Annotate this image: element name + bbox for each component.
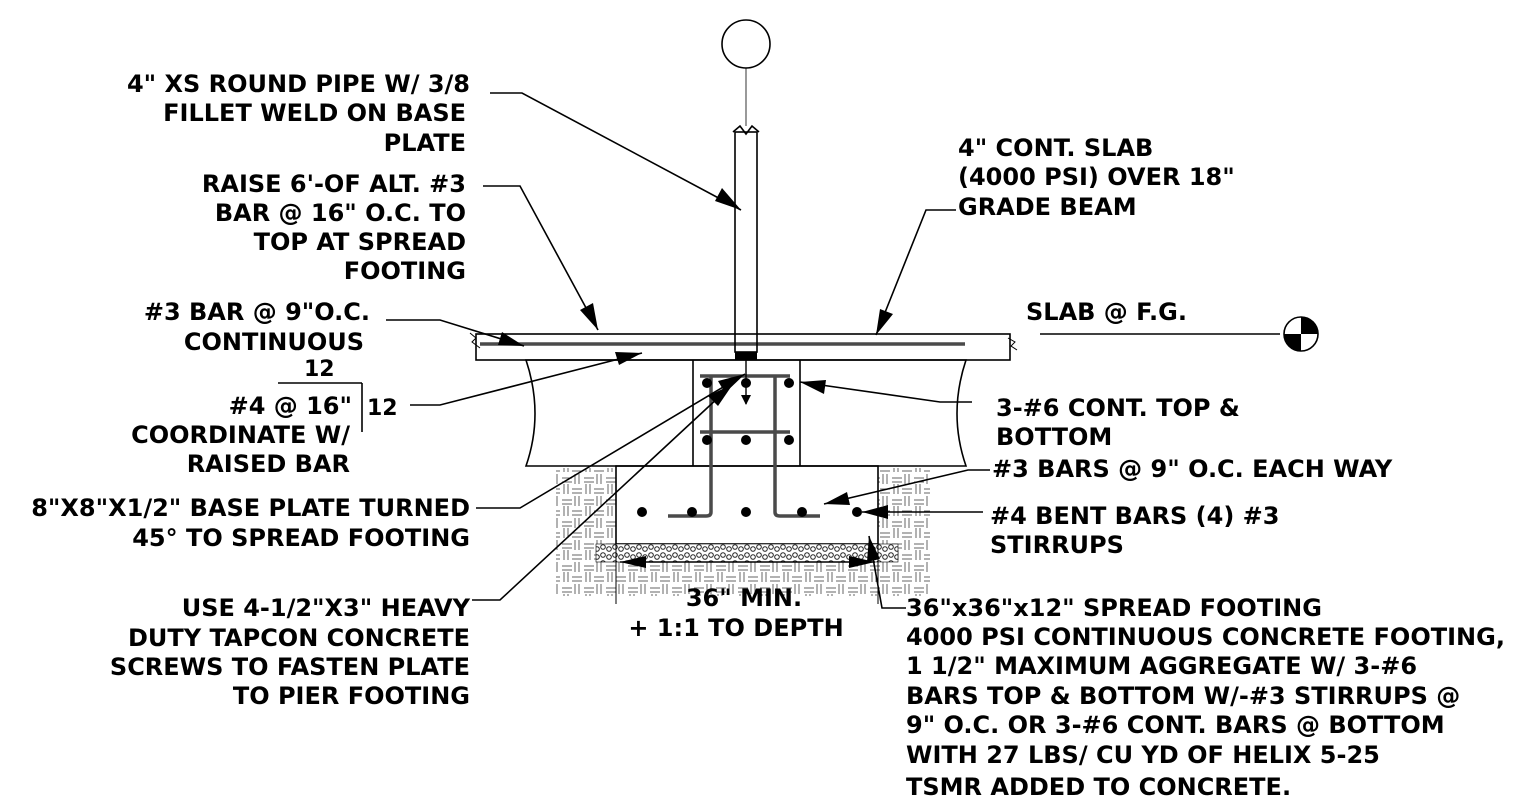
note-slab-line-1: 4" CONT. SLAB xyxy=(958,134,1153,162)
note-bent-line-2: STIRRUPS xyxy=(990,531,1124,559)
note-pipe: 4" XS ROUND PIPE W/ 3/8 FILLET WELD ON B… xyxy=(127,70,470,157)
note-raise-line-1: RAISE 6'-OF ALT. #3 xyxy=(202,170,466,198)
grid-bubble xyxy=(721,19,771,69)
earth-right xyxy=(878,468,930,596)
note-footing-line-1: 36"x36"x12" SPREAD FOOTING xyxy=(906,594,1322,622)
note-slab-fg: SLAB @ F.G. xyxy=(1026,298,1187,326)
leaders xyxy=(278,92,990,609)
note-footing-line-5: 9" O.C. OR 3-#6 CONT. BARS @ BOTTOM xyxy=(906,711,1445,739)
note-bar4-line-1: #4 @ 16" xyxy=(229,392,352,420)
note-footing-line-2: 4000 PSI CONTINUOUS CONCRETE FOOTING, xyxy=(906,623,1505,651)
base-plate xyxy=(735,352,757,360)
note-bar4: #4 @ 16" COORDINATE W/ RAISED BAR xyxy=(131,392,352,478)
note-bars3-each-way: #3 BARS @ 9" O.C. EACH WAY xyxy=(992,455,1393,483)
note-raise-line-2: BAR @ 16" O.C. TO xyxy=(215,199,466,227)
note-bar4-line-2: COORDINATE W/ xyxy=(131,421,350,449)
note-slab-line-2: (4000 PSI) OVER 18" xyxy=(958,163,1235,191)
note-bar3-line-1: #3 BAR @ 9"O.C. xyxy=(144,298,370,326)
note-pipe-line-1: 4" XS ROUND PIPE W/ 3/8 xyxy=(127,70,470,98)
bent-bar-left xyxy=(668,375,713,518)
note-tapcon-line-4: TO PIER FOOTING xyxy=(233,682,470,710)
earth-bottom xyxy=(616,562,878,596)
note-slab-line-3: GRADE BEAM xyxy=(958,193,1137,221)
note-baseplate-line-2: 45° TO SPREAD FOOTING xyxy=(132,524,470,552)
note-bar4-line-3: RAISED BAR xyxy=(187,450,350,478)
slope-run: 12 xyxy=(367,396,398,421)
note-bent-line-1: #4 BENT BARS (4) #3 xyxy=(990,502,1279,530)
note-raise-line-4: FOOTING xyxy=(344,257,466,285)
note-cont6: 3-#6 CONT. TOP & BOTTOM xyxy=(996,394,1240,451)
pipe xyxy=(734,131,758,353)
note-bar3-line-2: CONTINUOUS xyxy=(184,328,364,356)
note-footing-line-7: TSMR ADDED TO CONCRETE. xyxy=(906,773,1291,801)
note-pipe-line-3: PLATE xyxy=(384,129,466,157)
note-bar3: #3 BAR @ 9"O.C. CONTINUOUS xyxy=(144,298,370,356)
rebar-dots xyxy=(637,378,862,517)
note-tapcon: USE 4-1/2"X3" HEAVY DUTY TAPCON CONCRETE… xyxy=(110,594,471,710)
note-raise-line-3: TOP AT SPREAD xyxy=(254,228,466,256)
note-footing-line-6: WITH 27 LBS/ CU YD OF HELIX 5-25 xyxy=(906,741,1380,769)
structure xyxy=(469,19,1319,596)
note-cont6-line-1: 3-#6 CONT. TOP & xyxy=(996,394,1240,422)
note-min-line-1: 36" MIN. xyxy=(686,584,802,612)
note-pipe-line-2: FILLET WELD ON BASE xyxy=(163,99,466,127)
grade-beam xyxy=(524,359,968,467)
slope-rise: 12 xyxy=(304,357,335,382)
note-min-dimension: 36" MIN. + 1:1 TO DEPTH xyxy=(628,584,843,642)
earth-left xyxy=(556,468,616,596)
note-raise: RAISE 6'-OF ALT. #3 BAR @ 16" O.C. TO TO… xyxy=(202,170,466,285)
note-slab: 4" CONT. SLAB (4000 PSI) OVER 18" GRADE … xyxy=(958,134,1235,221)
note-tapcon-line-2: DUTY TAPCON CONCRETE xyxy=(128,624,470,652)
note-cont6-line-2: BOTTOM xyxy=(996,423,1112,451)
spread-footing xyxy=(615,465,879,545)
note-footing-line-4: BARS TOP & BOTTOM W/-#3 STIRRUPS @ xyxy=(906,682,1460,710)
note-baseplate-line-1: 8"X8"X1/2" BASE PLATE TURNED xyxy=(31,494,470,522)
elevation-marker-icon xyxy=(1283,316,1319,352)
note-footing: 36"x36"x12" SPREAD FOOTING 4000 PSI CONT… xyxy=(906,594,1505,801)
note-tapcon-line-1: USE 4-1/2"X3" HEAVY xyxy=(182,594,471,622)
note-baseplate: 8"X8"X1/2" BASE PLATE TURNED 45° TO SPRE… xyxy=(31,494,470,552)
note-tapcon-line-3: SCREWS TO FASTEN PLATE xyxy=(110,653,470,681)
bent-bar-right xyxy=(773,375,820,518)
note-min-line-2: + 1:1 TO DEPTH xyxy=(628,614,843,642)
note-bent: #4 BENT BARS (4) #3 STIRRUPS xyxy=(990,502,1279,559)
note-footing-line-3: 1 1/2" MAXIMUM AGGREGATE W/ 3-#6 xyxy=(906,652,1417,680)
